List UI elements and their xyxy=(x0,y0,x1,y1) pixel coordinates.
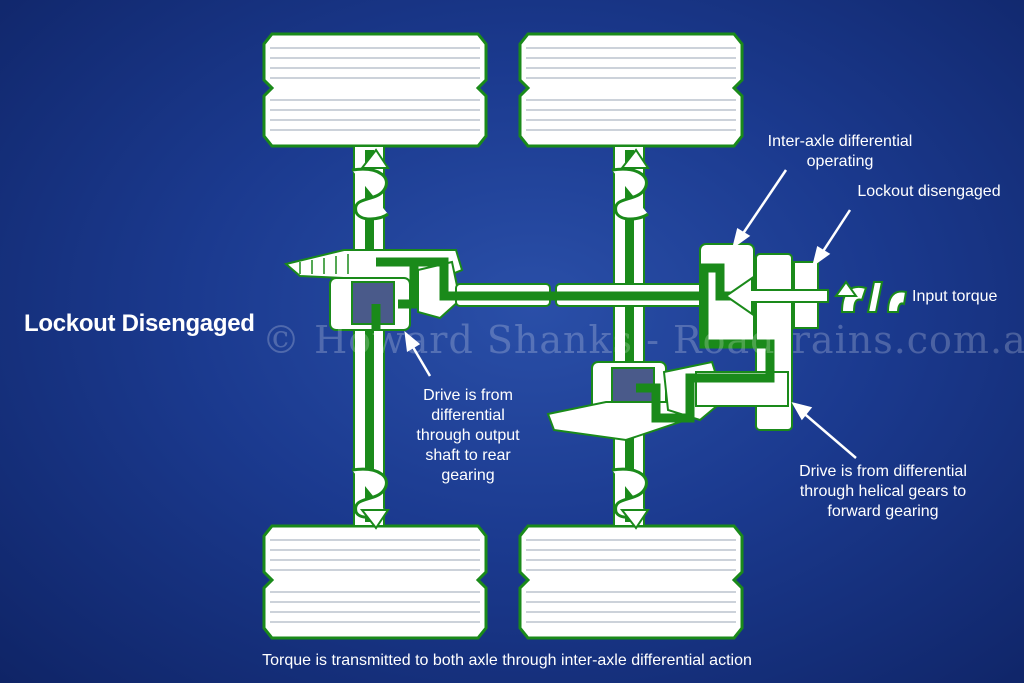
front-right-wheel xyxy=(518,524,744,640)
front-left-wheel xyxy=(262,524,488,640)
input-torque-arrow-icon xyxy=(724,276,829,316)
arrow-up-icon xyxy=(619,148,650,169)
label-rear-drive: Drive is from differential through outpu… xyxy=(398,386,538,486)
label-lockout: Lockout disengaged xyxy=(857,183,1001,200)
torque-rotation-icon xyxy=(834,280,908,313)
label-line: differential xyxy=(431,407,505,424)
label-inter-axle: Inter-axle differential operating xyxy=(746,132,934,172)
rear-left-wheel xyxy=(262,32,488,148)
label-forward-drive: Drive is from differential through helic… xyxy=(776,462,990,522)
label-line: gearing xyxy=(441,467,495,484)
drive-path xyxy=(371,257,828,423)
label-line: through output xyxy=(416,427,520,444)
arrow-down-icon xyxy=(619,509,650,530)
page-title: Lockout Disengaged xyxy=(24,310,255,337)
label-line: Drive is from xyxy=(423,387,513,404)
label-line: operating xyxy=(806,153,874,170)
arrow-up-icon xyxy=(359,148,390,169)
callout-arrows xyxy=(404,169,857,459)
forward-differential xyxy=(546,360,726,442)
rear-right-wheel xyxy=(518,32,744,148)
label-line: forward gearing xyxy=(827,503,939,520)
label-line: through helical gears to xyxy=(799,483,967,500)
label-line: Inter-axle differential xyxy=(767,133,913,150)
arrow-down-icon xyxy=(359,509,390,530)
watermark: © Howard Shanks - Roadtrains.com.au xyxy=(262,318,1024,362)
label-input-torque: Input torque xyxy=(912,288,998,305)
label-line: shaft to rear xyxy=(425,447,511,464)
caption: Torque is transmitted to both axle throu… xyxy=(262,652,752,669)
label-line: Drive is from differential xyxy=(799,463,967,480)
